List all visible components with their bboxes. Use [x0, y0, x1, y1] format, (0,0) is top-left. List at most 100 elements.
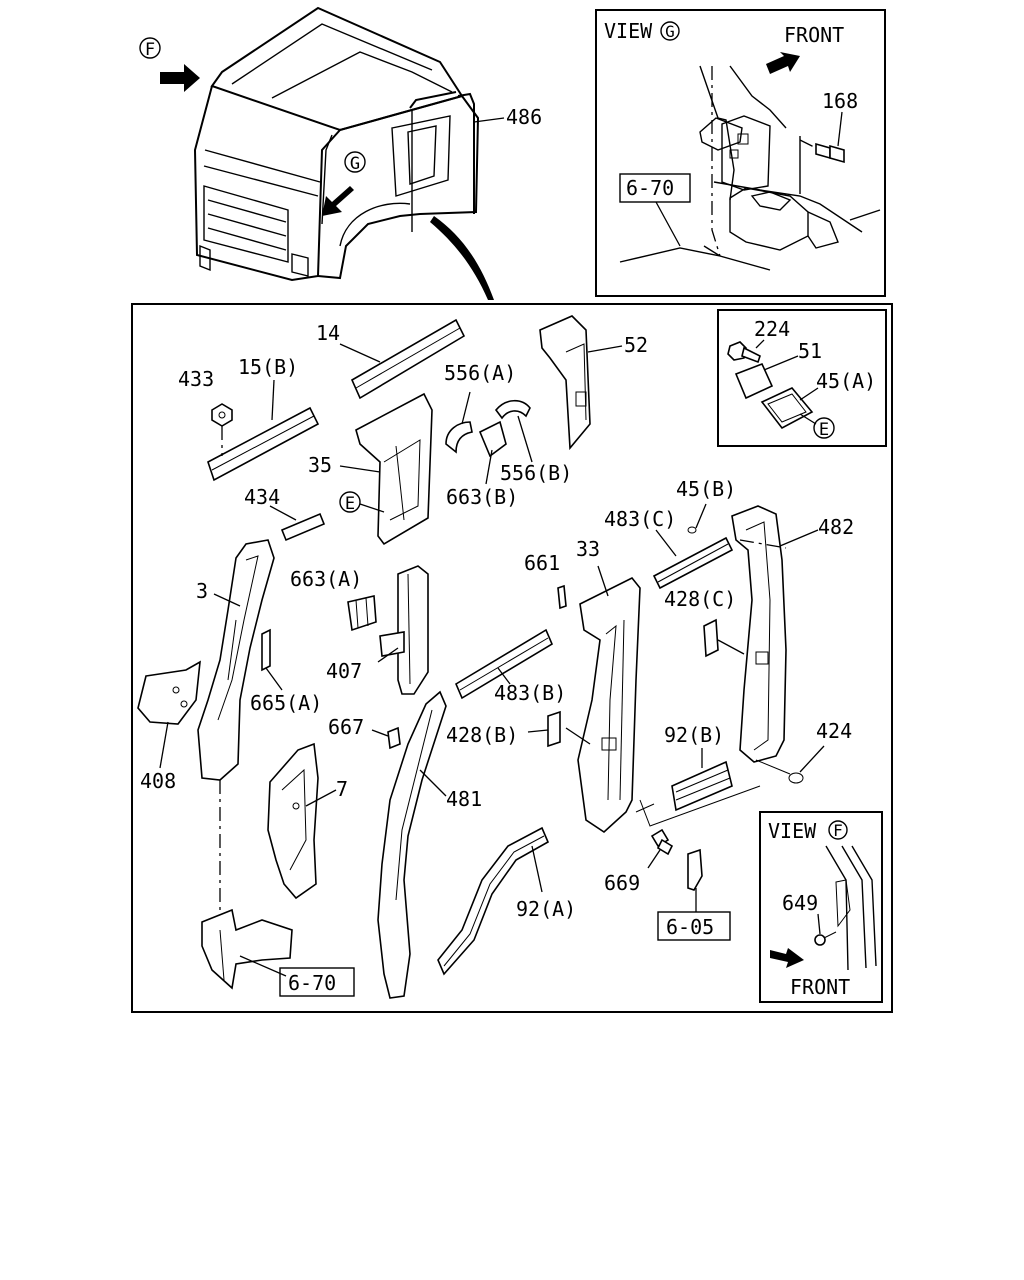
part-label-52: 52: [624, 333, 648, 357]
lower-bracket: [201, 908, 293, 990]
part-label-424: 424: [816, 719, 852, 743]
view-f-letter-marker: F: [828, 820, 848, 840]
part-3-pillar: [197, 539, 275, 910]
main-parts-frame: [131, 303, 893, 1013]
part-label-665a: 665(A): [250, 691, 322, 715]
detail-inset: E: [717, 309, 887, 447]
part-408-bracket: [137, 660, 201, 769]
part-665a-strip: [261, 628, 283, 691]
part-661-strip: [557, 584, 567, 610]
part-483c-rail: [652, 529, 734, 590]
ref-box-6-05-frame: [657, 911, 731, 941]
part-label-407: 407: [326, 659, 362, 683]
part-label-481: 481: [446, 787, 482, 811]
part-label-433: 433: [178, 367, 214, 391]
part-label-649: 649: [782, 891, 818, 915]
part-33-pillar: [565, 565, 641, 834]
svg-text:F: F: [833, 821, 843, 840]
part-label-482: 482: [818, 515, 854, 539]
bolt-icon: [815, 142, 845, 164]
ref-box-6-05: 6-05: [666, 915, 714, 939]
part-424-grommet: [755, 745, 825, 784]
part-label-483c: 483(C): [604, 507, 676, 531]
part-428b-seal: [527, 710, 561, 748]
nut-icon: [211, 403, 233, 456]
svg-text:E: E: [345, 494, 355, 514]
part-label-483b: 483(B): [494, 681, 566, 705]
bolt-icon: [814, 931, 837, 946]
view-f-prefix: VIEW: [768, 819, 817, 843]
bolt-icon: [647, 828, 674, 869]
part-label-661: 661: [524, 551, 560, 575]
marker-e-cover: E: [339, 491, 361, 514]
part-667-clip: [371, 726, 401, 750]
arrow-down-left-icon: [322, 186, 354, 216]
part-label-663b: 663(B): [446, 485, 518, 509]
part-label-408: 408: [140, 769, 176, 793]
part-label-3: 3: [196, 579, 208, 603]
part-428c-seal: [703, 618, 745, 658]
part-label-486: 486: [506, 105, 542, 129]
svg-text:E: E: [819, 420, 829, 440]
cab-illustration: [160, 6, 505, 300]
part-label-35: 35: [308, 453, 332, 477]
svg-text:G: G: [350, 154, 360, 174]
arrow-right-icon: [766, 52, 800, 74]
part-35-bracket: [339, 392, 433, 546]
part-15b-rail: [207, 379, 320, 482]
part-7-panel: [267, 742, 337, 900]
part-407-member: [377, 565, 429, 695]
part-605-bracket: [687, 848, 703, 912]
part-label-14: 14: [316, 321, 340, 345]
part-label-556b: 556(B): [500, 461, 572, 485]
part-label-434: 434: [244, 485, 280, 509]
front-label-g: FRONT: [784, 23, 844, 47]
svg-text:G: G: [665, 22, 675, 41]
part-label-224: 224: [754, 317, 790, 341]
part-482-pillar: [731, 505, 819, 763]
arrow-right-icon: [770, 948, 804, 968]
parts-556-663b: [445, 391, 533, 485]
part-663a-clip: [347, 595, 377, 632]
view-f-inset: VIEW F FRONT: [759, 811, 883, 1003]
part-label-92a: 92(A): [516, 897, 576, 921]
part-434-clip: [269, 505, 326, 542]
part-52-pillar: [539, 315, 623, 451]
part-label-51: 51: [798, 339, 822, 363]
part-481-pillar: [377, 690, 447, 999]
part-label-667: 667: [328, 715, 364, 739]
view-g-letter-marker: G: [660, 21, 680, 41]
view-g-prefix: VIEW: [604, 19, 653, 43]
view-g-inset: VIEW G FRONT: [595, 9, 886, 297]
part-label-669: 669: [604, 871, 640, 895]
part-label-428c: 428(C): [664, 587, 736, 611]
part-label-428b: 428(B): [446, 723, 518, 747]
part-label-556a: 556(A): [444, 361, 516, 385]
part-label-92b: 92(B): [664, 723, 724, 747]
part-label-168: 168: [822, 89, 858, 113]
ref-box-6-70-bottom-frame: [279, 967, 355, 997]
part-label-33: 33: [576, 537, 600, 561]
part-label-45a: 45(A): [816, 369, 876, 393]
arrow-right-icon: [160, 64, 200, 92]
ref-box-6-70-bottom: 6-70: [288, 971, 336, 995]
seal-45a: [760, 387, 814, 430]
washer-icon: [687, 503, 707, 534]
bolt-icon: [727, 341, 761, 364]
part-14-rail: [339, 318, 466, 400]
marker-e-inner: E: [813, 417, 835, 440]
part-label-7: 7: [336, 777, 348, 801]
part-label-663a: 663(A): [290, 567, 362, 591]
part-label-15b: 15(B): [238, 355, 298, 379]
marker-f-main: F: [139, 37, 161, 60]
part-483b-rail: [454, 628, 554, 700]
front-label-f: FRONT: [790, 975, 850, 999]
part-92b-strip: [671, 748, 733, 812]
plate-51: [734, 362, 774, 400]
part-92a-sill: [437, 826, 550, 976]
ref-box-6-70-top: 6-70: [626, 176, 674, 200]
svg-text:F: F: [145, 40, 155, 60]
part-label-45b: 45(B): [676, 477, 736, 501]
marker-g-main: G: [344, 151, 366, 174]
